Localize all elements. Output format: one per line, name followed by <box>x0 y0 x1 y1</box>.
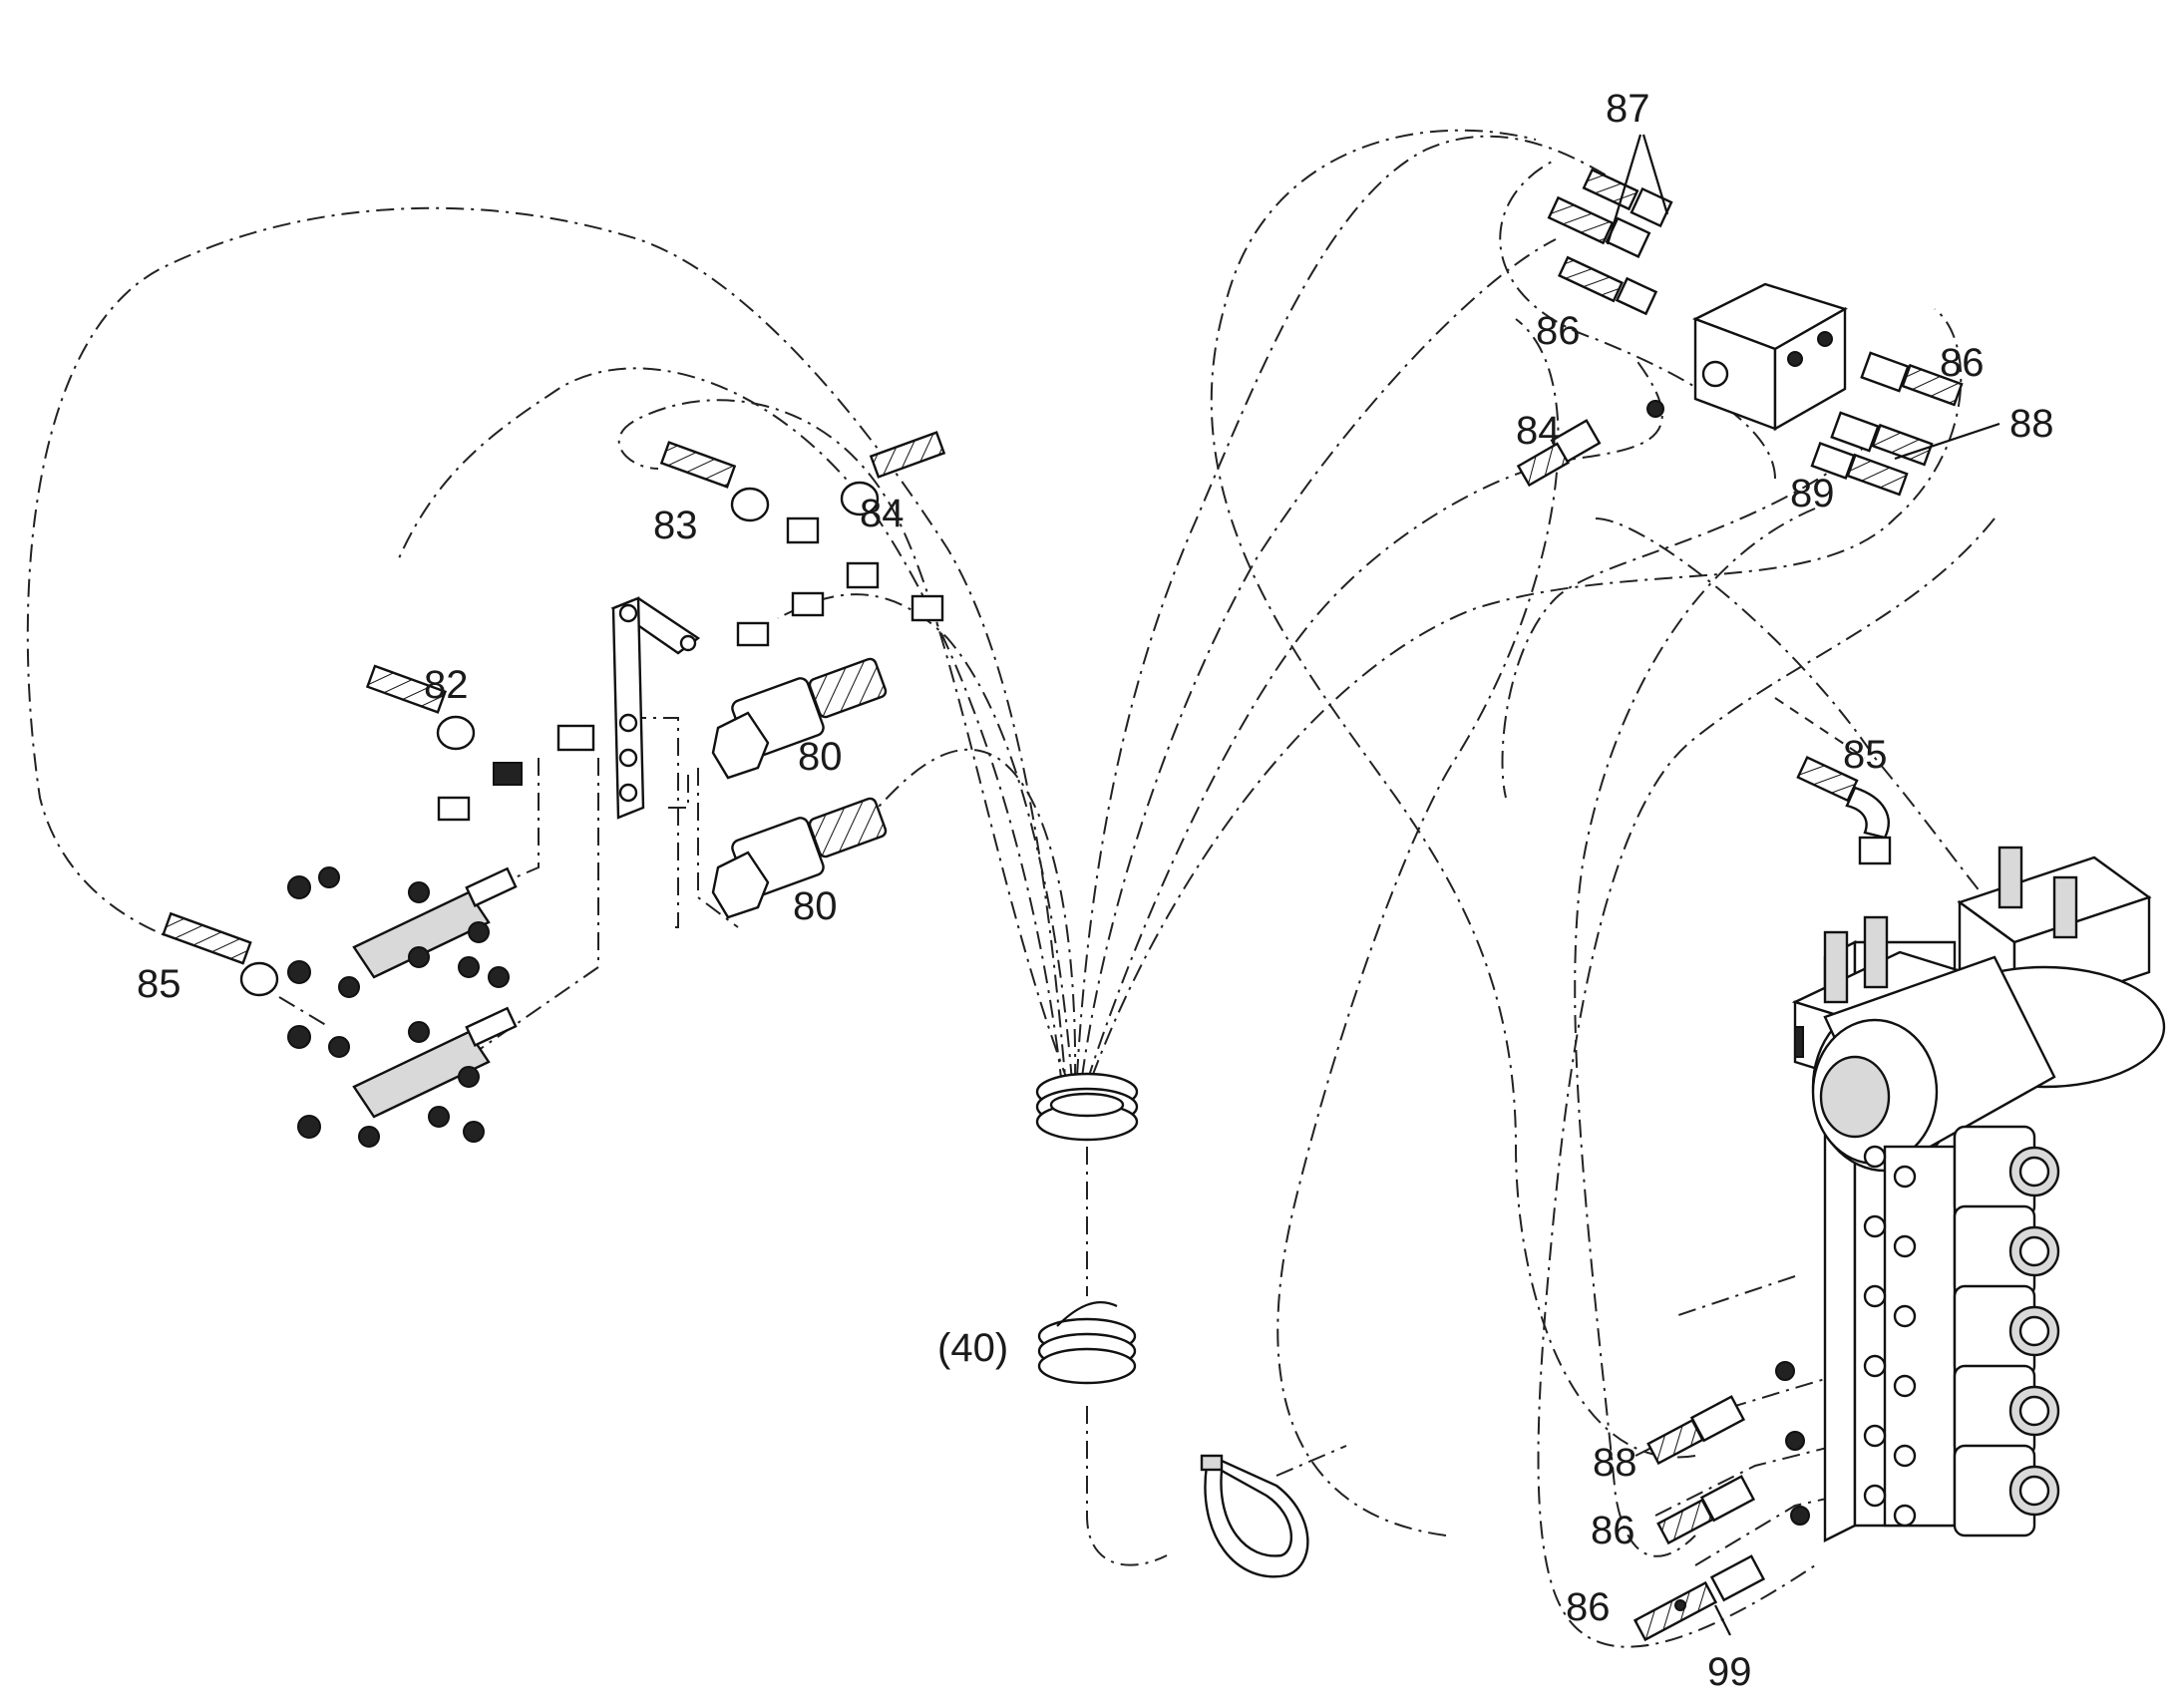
manifold-bar-upper <box>287 866 518 998</box>
callout-99: 99 <box>1707 1650 1752 1694</box>
callout-85-right: 85 <box>1843 733 1888 777</box>
callout-80-upper: 80 <box>798 735 843 779</box>
manifold-bar-lower <box>287 1006 518 1148</box>
callout-87: 87 <box>1606 87 1650 131</box>
leader-lines <box>1606 134 2000 1636</box>
spring-clamp <box>1037 1301 1137 1385</box>
hose-end-85-left <box>162 911 279 997</box>
top-right-fittings <box>1516 168 1964 497</box>
upper-left-fittings <box>659 431 946 647</box>
callout-88-top: 88 <box>2009 402 2054 446</box>
valve-manifold-assembly <box>1791 846 2166 1542</box>
callout-80-lower: 80 <box>793 884 838 928</box>
callout-84-left: 84 <box>860 492 905 535</box>
grommet-ring <box>1035 1072 1139 1142</box>
right-lower-fittings <box>1633 1361 1810 1642</box>
mounting-bracket <box>610 596 701 820</box>
callout-82: 82 <box>424 663 469 707</box>
fitting-80-lower <box>711 797 888 919</box>
callout-40: (40) <box>937 1326 1008 1370</box>
distribution-block <box>1692 282 1848 432</box>
callout-86-right: 86 <box>1940 341 1985 385</box>
callout-89: 89 <box>1790 472 1835 515</box>
callout-labels: 87 86 86 84 88 89 83 84 82 80 80 85 85 (… <box>137 87 2054 1694</box>
valve-stack <box>1863 1125 2060 1537</box>
callout-86-top: 86 <box>1536 309 1581 353</box>
callout-86-bottom-a: 86 <box>1591 1509 1635 1552</box>
callout-88-bottom: 88 <box>1593 1441 1637 1485</box>
callout-85-left: 85 <box>137 962 182 1006</box>
callout-83: 83 <box>653 504 698 547</box>
p-clip <box>1200 1454 1309 1578</box>
hose-end-82 <box>365 664 595 822</box>
callout-86-bottom-b: 86 <box>1566 1585 1611 1629</box>
elbow-fitting-85 <box>1796 756 1892 865</box>
callout-84-right: 84 <box>1516 409 1561 453</box>
fitting-80-upper <box>711 657 888 780</box>
